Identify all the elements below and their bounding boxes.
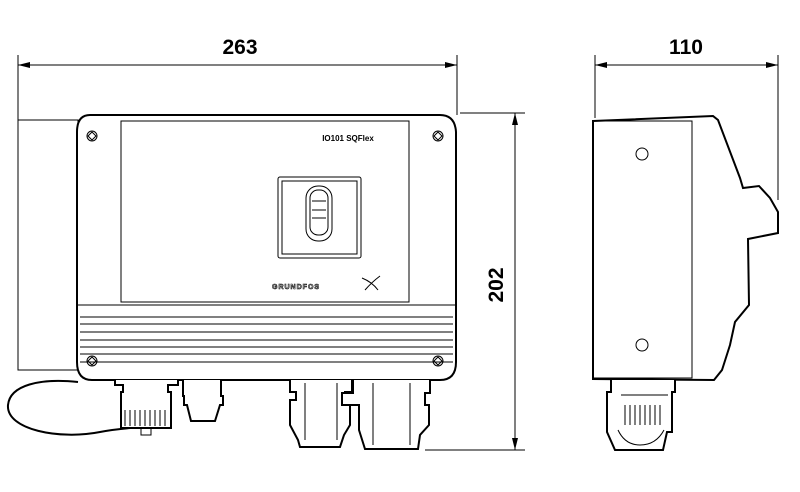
height-dimension: 202 (425, 112, 525, 451)
screw-icon (86, 130, 444, 367)
grundfos-logo: GRUNDFOS (272, 275, 381, 291)
small-cable-gland (182, 380, 224, 422)
brand-logo-text: GRUNDFOS (272, 284, 320, 291)
depth-dimension-label: 110 (669, 36, 703, 59)
cable-gland-right (341, 380, 431, 450)
side-connector (606, 380, 676, 451)
front-panel (120, 120, 410, 303)
width-dimension-label: 263 (222, 36, 257, 59)
cooling-fins (80, 316, 453, 363)
cable-connector (114, 380, 179, 436)
mounting-hole (635, 147, 649, 161)
height-dimension-label: 202 (485, 267, 508, 302)
mounting-hole (635, 338, 649, 352)
depth-dimension: 110 (594, 36, 779, 200)
side-view (592, 114, 779, 451)
switch-housing (277, 176, 362, 259)
front-view: IO101 SQFlex GRUNDFOS (6, 114, 457, 450)
mounting-plate (17, 119, 79, 371)
cable-gland-left (289, 380, 353, 448)
width-dimension: 263 (17, 36, 458, 120)
side-enclosure (592, 114, 779, 382)
model-label: IO101 SQFlex (322, 134, 374, 143)
